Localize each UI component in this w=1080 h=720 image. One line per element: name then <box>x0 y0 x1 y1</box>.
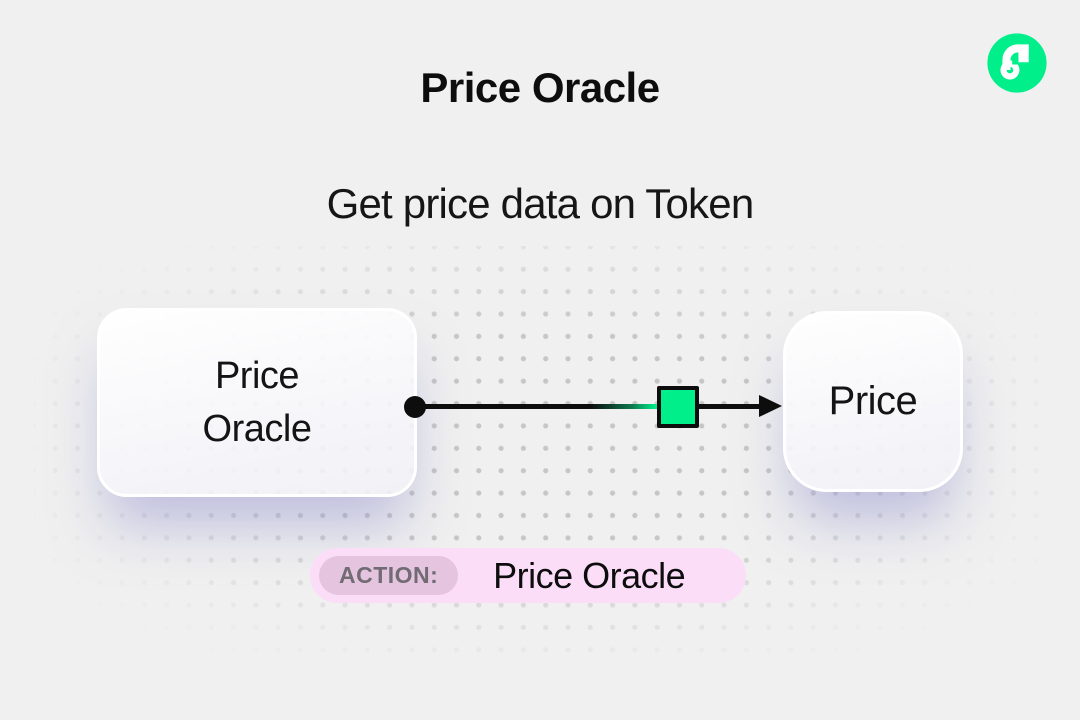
flow-logo-icon <box>986 32 1048 94</box>
edge-start-dot <box>404 396 426 418</box>
node-price-label: Price <box>828 378 918 423</box>
edge-green-square-marker <box>657 386 699 428</box>
edge-line <box>419 404 763 409</box>
edge-arrowhead-icon <box>759 395 782 417</box>
node-price: Price <box>783 311 963 492</box>
page-title: Price Oracle <box>420 64 660 111</box>
node-price-oracle: Price Oracle <box>97 308 417 497</box>
action-bar: ACTION: Price Oracle <box>310 548 746 603</box>
action-badge: ACTION: <box>319 556 459 595</box>
page-subtitle: Get price data on Token <box>326 180 755 227</box>
node-price-oracle-label: Price Oracle <box>202 355 312 450</box>
action-name: Price Oracle <box>493 554 686 596</box>
